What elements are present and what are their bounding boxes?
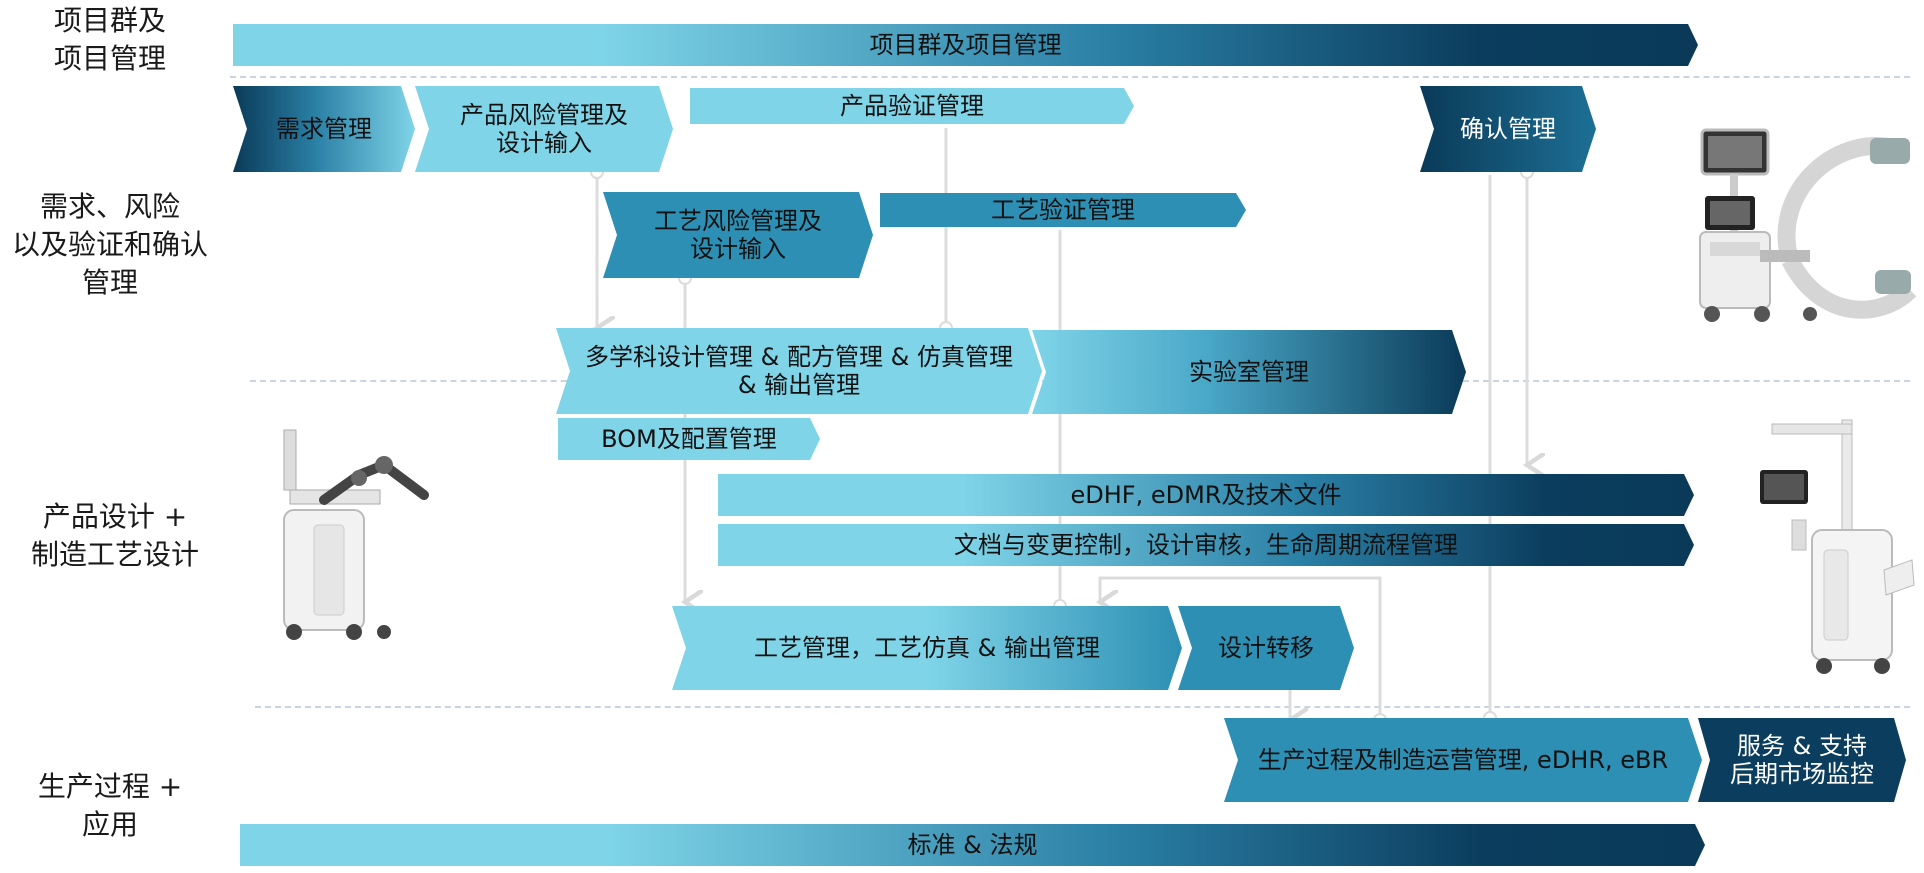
production-operations-block: 生产过程及制造运营管理, eDHR, eBR [1224,718,1702,802]
lane-label-design: 产品设计 + 制造工艺设计 [30,500,199,571]
lab-management-block: 实验室管理 [1032,330,1466,414]
program-management-bar: 项目群及项目管理 [233,24,1698,66]
process-risk-block: 工艺风险管理及 设计输入 [603,192,873,278]
surgical-robot-device-image [283,429,429,640]
lane-divider-3 [255,706,1910,708]
lane-label-requirements-risk: 需求、风险 以及验证和确认 管理 [11,190,208,299]
lane-divider-1 [230,76,1910,78]
multidisciplinary-design-block: 多学科设计管理 & 配方管理 & 仿真管理 & 输出管理 [556,328,1042,414]
lane-label-program: 项目群及 项目管理 [53,4,166,75]
standards-regulations-bar: 标准 & 法规 [240,824,1705,866]
mobile-imaging-cart-image [1760,419,1915,674]
process-verification-block: 工艺验证管理 [880,193,1246,227]
process-management-block: 工艺管理，工艺仿真 & 输出管理 [672,606,1182,690]
c-arm-xray-device-image [1699,128,1917,322]
design-transfer-block: 设计转移 [1178,606,1354,690]
requirements-management-block: 需求管理 [233,86,415,172]
bom-configuration-block: BOM及配置管理 [558,418,820,460]
product-risk-block: 产品风险管理及 设计输入 [415,86,673,172]
lane-label-production: 生产过程 + 应用 [37,770,183,841]
edhf-block: eDHF, eDMR及技术文件 [718,474,1694,516]
validation-management-block: 确认管理 [1420,86,1596,172]
document-change-control-block: 文档与变更控制，设计审核，生命周期流程管理 [718,524,1694,566]
product-verification-block: 产品验证管理 [690,88,1134,124]
service-support-block: 服务 & 支持 后期市场监控 [1698,718,1906,802]
